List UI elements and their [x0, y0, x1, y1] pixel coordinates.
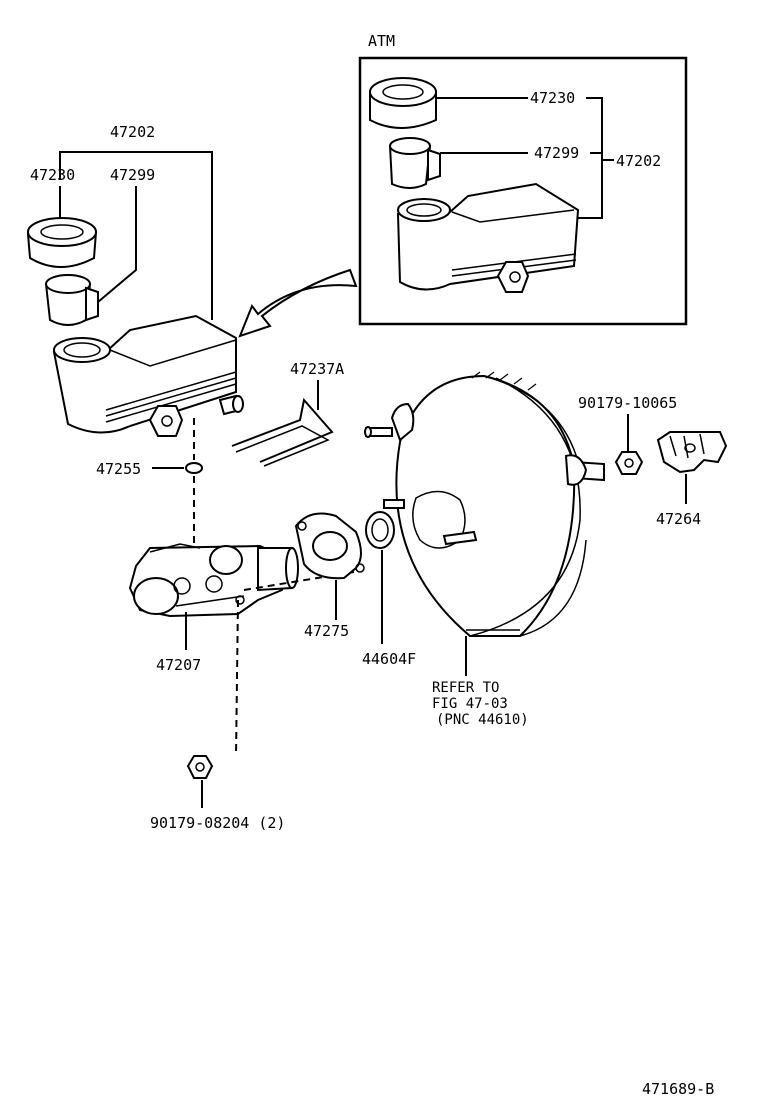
inset-strainer-47299 [388, 137, 441, 189]
label-47230: 47230 [30, 166, 75, 184]
label-47299: 47299 [110, 166, 155, 184]
clip-47237A [231, 397, 334, 467]
grommet-47255 [185, 462, 203, 474]
inset-pointer-arrow [238, 268, 358, 338]
label-47237A: 47237A [290, 360, 344, 378]
main-reservoir [52, 314, 244, 437]
gasket-47275 [294, 512, 365, 580]
inset-cap-47230 [369, 77, 437, 129]
label-refer-line1: REFER TO [432, 680, 499, 696]
inset-title: ATM [368, 32, 395, 50]
label-47299-inset: 47299 [534, 144, 579, 162]
brake-booster [364, 371, 605, 637]
master-cylinder-47207 [128, 543, 299, 618]
label-90179-08204: 90179-08204 (2) [150, 814, 285, 832]
nut-90179-08204 [186, 755, 214, 779]
bracket-47264 [656, 431, 728, 474]
label-47202-inset: 47202 [616, 152, 661, 170]
label-47275: 47275 [304, 622, 349, 640]
label-47264: 47264 [656, 510, 701, 528]
main-strainer-47299 [44, 274, 99, 326]
label-47255: 47255 [96, 460, 141, 478]
seal-44604F [365, 511, 395, 549]
inset-frame [358, 56, 688, 326]
label-47207: 47207 [156, 656, 201, 674]
figure-id: 471689-B [642, 1080, 714, 1098]
label-refer-line3: (PNC 44610) [436, 712, 529, 728]
label-90179-10065: 90179-10065 [578, 394, 677, 412]
inset-reservoir [396, 182, 580, 293]
label-47230-inset: 47230 [530, 89, 575, 107]
nut-90179-10065 [614, 451, 644, 475]
main-cap-47230 [26, 217, 98, 268]
label-47202: 47202 [110, 123, 155, 141]
label-refer-line2: FIG 47-03 [432, 696, 508, 712]
label-44604F: 44604F [362, 650, 416, 668]
